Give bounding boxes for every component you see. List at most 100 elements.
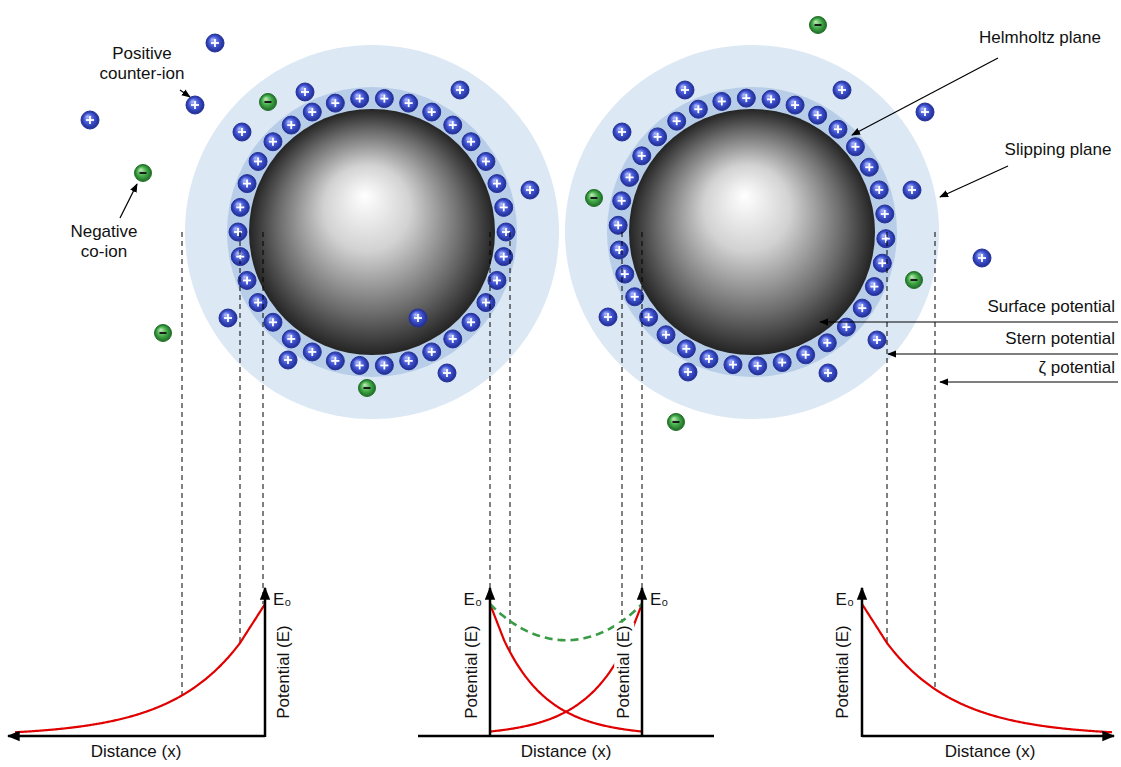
plus-sign	[452, 121, 454, 129]
ion-body	[423, 343, 441, 361]
ion-body	[155, 325, 172, 342]
counter-ion	[819, 364, 837, 382]
counter-ion	[868, 331, 886, 349]
plus-sign	[770, 95, 772, 103]
ion-body	[81, 111, 99, 129]
ion-body	[351, 356, 369, 374]
axis-title: Distance (x)	[943, 742, 1038, 762]
leader-line	[180, 90, 190, 97]
ion-body	[797, 346, 815, 364]
counter-ion	[206, 34, 224, 52]
counter-ion	[238, 271, 256, 289]
plus-sign	[272, 318, 274, 326]
axis-title: Distance (x)	[519, 742, 614, 762]
counter-ion	[238, 175, 256, 193]
ion-body	[521, 181, 539, 199]
plus-sign	[676, 117, 678, 125]
minus-sign	[140, 172, 147, 174]
plus-sign	[629, 173, 631, 181]
plus-sign	[817, 111, 819, 119]
ion-body	[773, 354, 791, 372]
ion-body	[238, 175, 256, 193]
counter-ion	[409, 309, 427, 327]
ion-body	[621, 168, 639, 186]
ion-body	[700, 350, 718, 368]
ion-body	[819, 364, 837, 382]
particle-sphere	[249, 109, 495, 355]
plus-sign	[239, 203, 241, 211]
axis-max-label: E₀	[834, 590, 856, 610]
particles	[185, 45, 939, 419]
counter-ion	[865, 278, 883, 296]
plus-sign	[624, 270, 626, 278]
counter-ion	[633, 147, 651, 165]
ion-body	[375, 356, 393, 374]
co-ion	[906, 272, 923, 289]
ion-body	[676, 81, 694, 99]
plus-sign	[648, 313, 650, 321]
plus-sign	[290, 121, 292, 129]
counter-ion	[521, 181, 539, 199]
guide-line	[240, 232, 241, 643]
counter-ion	[497, 223, 515, 241]
axis-title: Potential (E)	[833, 623, 853, 721]
plus-sign	[334, 357, 336, 365]
ion-body	[231, 198, 249, 216]
minus-sign	[591, 197, 598, 199]
ion-body	[749, 357, 767, 375]
plus-sign	[246, 276, 248, 284]
co-ion	[135, 165, 152, 182]
ion-body	[833, 81, 851, 99]
ion-body	[206, 34, 224, 52]
plus-sign	[837, 125, 839, 133]
plus-sign	[657, 133, 659, 141]
counter-ion	[477, 294, 495, 312]
counter-ion	[853, 299, 871, 317]
potential-graphs	[8, 232, 1114, 737]
ion-body	[613, 123, 631, 141]
plus-sign	[721, 97, 723, 105]
ion-body	[649, 128, 667, 146]
ion-body	[296, 83, 314, 101]
counter-ion	[264, 313, 282, 331]
counter-ion	[477, 152, 495, 170]
plus-sign	[237, 228, 239, 236]
plus-sign	[876, 336, 878, 344]
counter-ion	[264, 133, 282, 151]
ion-body	[586, 190, 603, 207]
guide-line	[887, 232, 888, 643]
ion-body	[916, 103, 934, 121]
plus-sign	[827, 369, 829, 377]
counter-ion	[462, 313, 480, 331]
axis-max-label: E₀	[462, 590, 484, 610]
ion-body	[264, 313, 282, 331]
axis-line	[641, 588, 644, 737]
leader-line	[120, 184, 137, 218]
counter-ion	[786, 96, 804, 114]
plus-sign	[911, 186, 913, 194]
plus-sign	[503, 253, 505, 261]
ion-body	[668, 414, 685, 431]
plus-sign	[485, 299, 487, 307]
counter-ion	[249, 152, 267, 170]
counter-ion	[400, 94, 418, 112]
guide-line	[622, 232, 623, 652]
guide-line	[182, 232, 183, 695]
axis-title: Potential (E)	[274, 623, 294, 721]
plus-sign	[873, 283, 875, 291]
plus-sign	[334, 99, 336, 107]
plus-sign	[861, 304, 863, 312]
counter-ion	[677, 340, 695, 358]
plus-sign	[621, 128, 623, 136]
counter-ion	[423, 103, 441, 121]
potential-curve	[862, 604, 1112, 732]
co-ion	[260, 94, 277, 111]
slipping-layer	[565, 45, 939, 419]
counter-ion	[837, 318, 855, 336]
counter-ion	[829, 120, 847, 138]
ion-body	[477, 152, 495, 170]
ion-body	[713, 92, 731, 110]
counter-ion	[762, 90, 780, 108]
counter-ion	[668, 112, 686, 130]
